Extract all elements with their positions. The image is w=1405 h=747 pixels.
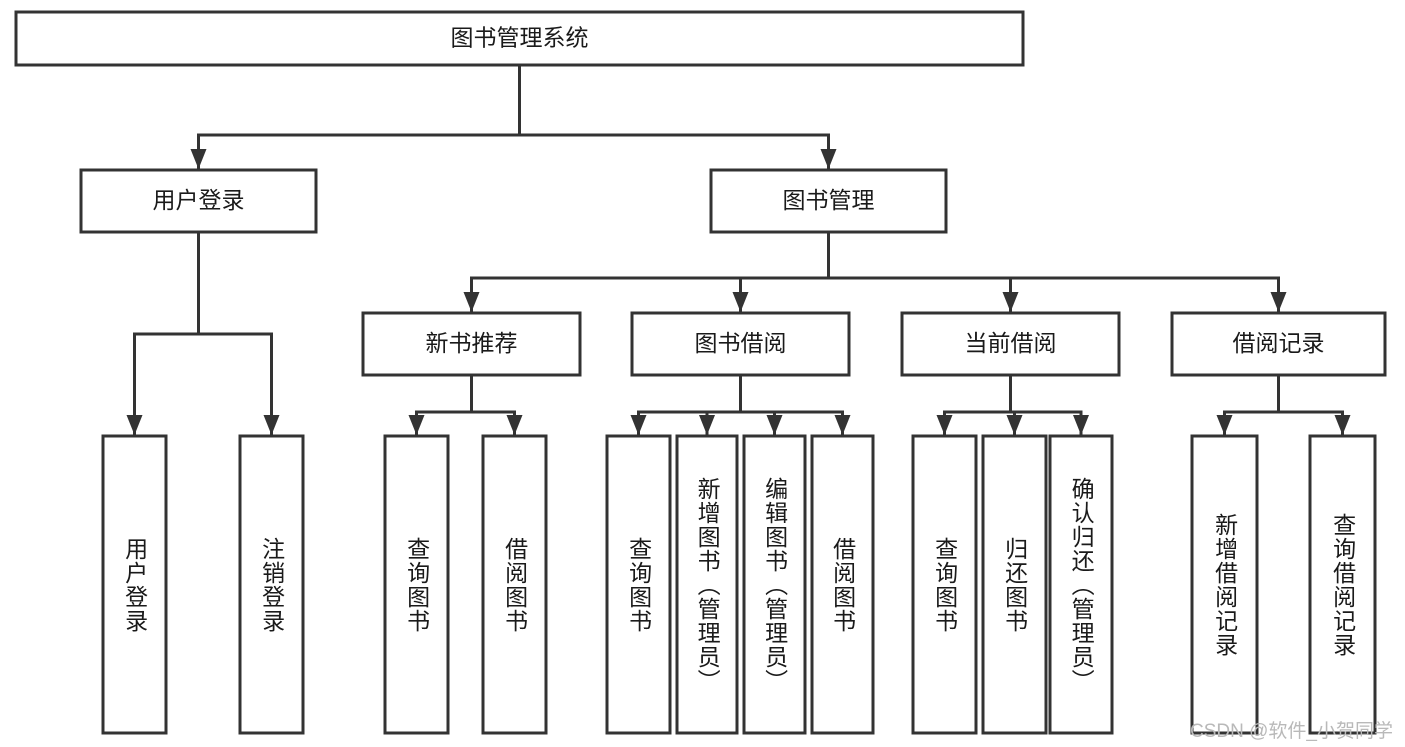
arrow-head-icon — [1216, 415, 1233, 435]
arrow-head-icon — [190, 149, 207, 169]
arrow-head-icon — [732, 292, 749, 312]
arrow-head-icon — [1073, 415, 1089, 435]
arrow-head-icon — [936, 415, 953, 435]
watermark-text: CSDN @软件_小贺同学 — [1190, 721, 1393, 742]
node-leaf-edit-book-admin[interactable] — [742, 434, 807, 735]
node-leaf-return-book[interactable] — [981, 434, 1048, 735]
arrow-head-icon — [1334, 415, 1351, 435]
node-leaf-add-borrow-record[interactable] — [1190, 434, 1259, 735]
arrow-head-icon — [506, 415, 523, 435]
node-user-login-label: 用户登录 — [153, 187, 245, 213]
node-current-borrow[interactable] — [900, 311, 1121, 377]
node-current-borrow-label: 当前借阅 — [965, 330, 1057, 356]
node-leaf-query-book-rec[interactable] — [383, 434, 450, 735]
node-new-book-recommend[interactable] — [361, 311, 582, 377]
node-leaf-confirm-return-admin[interactable] — [1048, 434, 1114, 735]
node-leaf-logout-login[interactable] — [238, 434, 305, 735]
arrow-head-icon — [1270, 292, 1287, 312]
node-book-borrow-label: 图书借阅 — [695, 330, 787, 356]
node-leaf-borrow-book-rec[interactable] — [481, 434, 548, 735]
node-leaf-query-book-borrow[interactable] — [605, 434, 672, 735]
node-book-borrow[interactable] — [630, 311, 851, 377]
node-leaf-user-login[interactable] — [101, 434, 168, 735]
node-system-title[interactable] — [14, 10, 1025, 67]
node-book-management[interactable] — [709, 168, 948, 234]
node-user-login[interactable] — [79, 168, 318, 234]
edge-layer — [126, 63, 1351, 436]
node-leaf-query-book-current[interactable] — [911, 434, 978, 735]
arrow-head-icon — [630, 415, 647, 435]
node-borrow-record[interactable] — [1170, 311, 1387, 377]
node-system-title-label: 图书管理系统 — [451, 25, 589, 51]
node-book-management-label: 图书管理 — [783, 187, 875, 213]
arrow-head-icon — [126, 415, 143, 435]
arrow-head-icon — [766, 415, 783, 435]
arrow-head-icon — [263, 415, 280, 435]
arrow-head-icon — [463, 292, 480, 312]
arrow-head-icon — [408, 415, 425, 435]
arrow-head-icon — [1002, 292, 1019, 312]
arrow-head-icon — [820, 149, 837, 169]
node-leaf-borrow-book[interactable] — [810, 434, 875, 735]
arrow-head-icon — [699, 415, 715, 435]
node-new-book-recommend-label: 新书推荐 — [426, 330, 518, 356]
node-leaf-query-borrow-record[interactable] — [1308, 434, 1377, 735]
arrow-head-icon — [834, 415, 851, 435]
node-leaf-add-book-admin[interactable] — [675, 434, 739, 735]
node-borrow-record-label: 借阅记录 — [1233, 330, 1325, 356]
arrow-head-icon — [1006, 415, 1023, 435]
